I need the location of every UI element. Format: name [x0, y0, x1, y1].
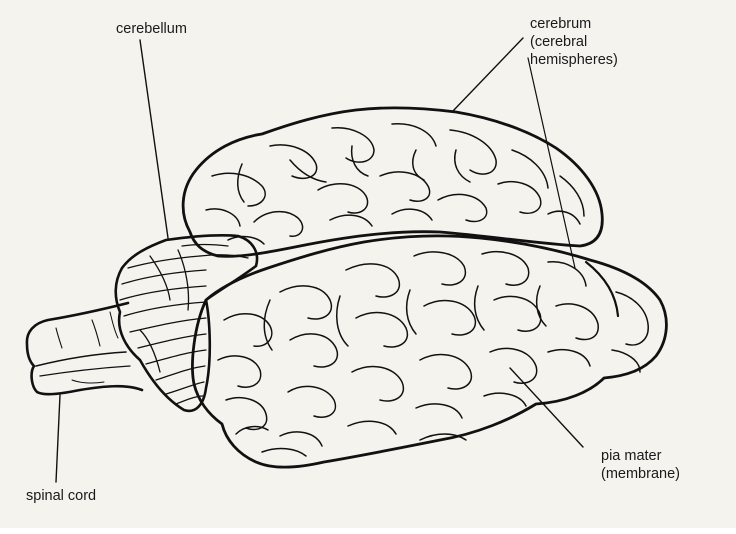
cerebrum-upper-hemisphere	[183, 108, 602, 257]
label-spinal-cord: spinal cord	[26, 487, 96, 505]
label-cerebrum-line2: (cerebral	[530, 33, 618, 51]
label-cerebrum-line3: hemispheres)	[530, 51, 618, 69]
label-cerebrum: cerebrum (cerebral hemispheres)	[530, 15, 618, 69]
label-cerebellum: cerebellum	[116, 20, 187, 38]
label-cerebrum-line1: cerebrum	[530, 15, 618, 33]
cerebrum-lower-hemisphere	[193, 236, 667, 467]
leader-line-cerebrum	[452, 38, 523, 112]
label-pia-mater-line2: (membrane)	[601, 465, 680, 483]
cerebellum-shape	[116, 235, 257, 411]
label-pia-mater-line1: pia mater	[601, 447, 680, 465]
leader-line-cerebellum	[140, 40, 168, 238]
label-pia-mater: pia mater (membrane)	[601, 447, 680, 483]
leader-lines	[56, 38, 583, 482]
spinal-cord-shape	[27, 303, 142, 394]
leader-line-spinal-cord	[56, 395, 60, 482]
leader-line-pia-mater	[510, 368, 583, 447]
